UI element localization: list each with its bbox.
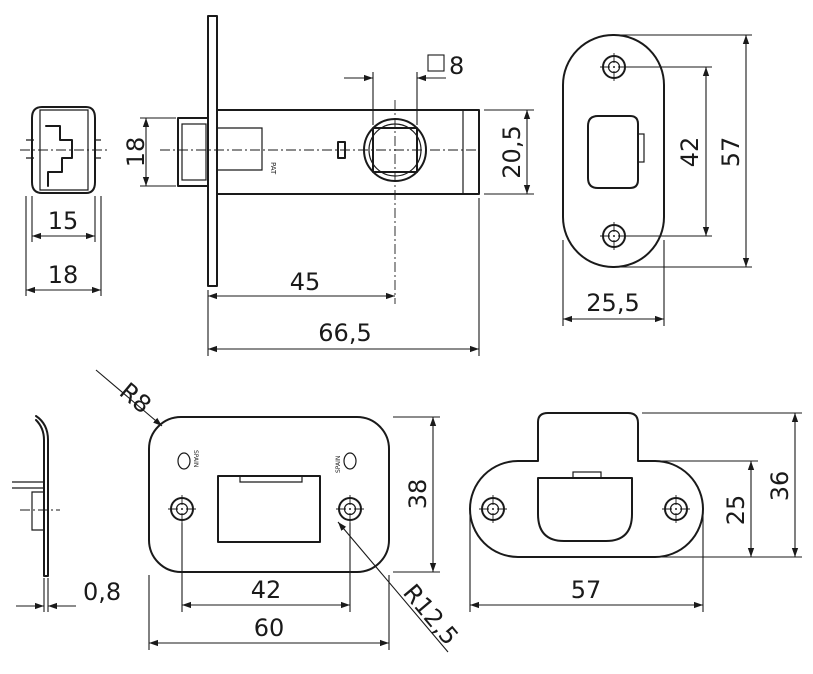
spain-marking-right: SPAIN — [335, 456, 342, 473]
lip-strike-outline — [469, 412, 704, 558]
latch-body-side-view: PAT 18 8 20,5 45 66,5 — [122, 15, 534, 356]
dim-strike-outer-radius: R12,5 — [397, 579, 464, 651]
strike-side-profile — [35, 415, 49, 577]
dim-latch-side-width: 18 — [48, 261, 79, 289]
dim-body-length: 66,5 — [318, 319, 371, 347]
dim-strike-hole-spacing: 42 — [251, 576, 282, 604]
latch-end-lugs — [26, 139, 101, 159]
latch-body-case — [216, 109, 480, 195]
dim-body-height: 20,5 — [498, 125, 526, 178]
leader-r12-5 — [337, 521, 449, 653]
strike-opening-tab — [239, 476, 303, 483]
dim-strike-thickness: 0,8 — [83, 578, 121, 606]
dim-strike-width: 60 — [254, 614, 285, 642]
flat-strike-plate-view: SPAIN SPAIN R8 38 R12,5 42 60 — [95, 369, 464, 653]
strike-plate-outline — [148, 416, 390, 573]
dim-faceplate-hole-spacing: 42 — [676, 137, 704, 168]
pat-marking: PAT — [269, 162, 277, 175]
square-symbol-icon — [427, 54, 445, 72]
lip-strike-opening — [537, 477, 633, 542]
strike-plate-opening — [217, 475, 321, 543]
dim-lip-strike-height: 25 — [722, 495, 750, 526]
dim-lip-strike-width: 57 — [571, 576, 602, 604]
dim-faceplate-width: 25,5 — [586, 289, 639, 317]
latch-bolt-profile — [45, 125, 73, 187]
brand-logo-right — [343, 452, 357, 470]
spain-marking-left: SPAIN — [192, 450, 199, 467]
faceplate-bolt-opening — [587, 115, 639, 189]
dim-bolt-height: 18 — [122, 137, 150, 168]
latch-end-inner — [39, 109, 89, 191]
forend-plate — [207, 15, 218, 287]
dim-latch-face-width: 15 — [48, 207, 79, 235]
lip-strike-plate-view: 25 36 57 — [469, 412, 802, 612]
faceplate-outline — [562, 34, 665, 268]
strike-side-view: 0,8 — [12, 415, 121, 612]
brand-logo-left — [177, 452, 191, 470]
faceplate-front-view: 42 57 25,5 — [562, 34, 752, 326]
bolt-head — [177, 117, 209, 187]
faceplate-tab — [637, 133, 645, 163]
dim-strike-corner-radius: R8 — [114, 377, 156, 419]
dim-backset: 45 — [290, 268, 321, 296]
dim-faceplate-height: 57 — [717, 137, 745, 168]
bolt-tail — [217, 127, 263, 171]
latch-end-outline — [31, 106, 96, 194]
dim-spindle-square: 8 — [449, 52, 464, 80]
dim-strike-height: 38 — [404, 479, 432, 510]
latch-end-view: 15 18 — [20, 106, 108, 296]
strike-side-lip — [12, 481, 44, 489]
body-slot — [337, 141, 346, 159]
leader-r8 — [95, 369, 163, 427]
bolt-head-inner — [181, 123, 207, 181]
strike-side-box — [31, 491, 44, 531]
lip-strike-tab — [572, 471, 602, 479]
dim-lip-strike-total-height: 36 — [766, 471, 794, 502]
